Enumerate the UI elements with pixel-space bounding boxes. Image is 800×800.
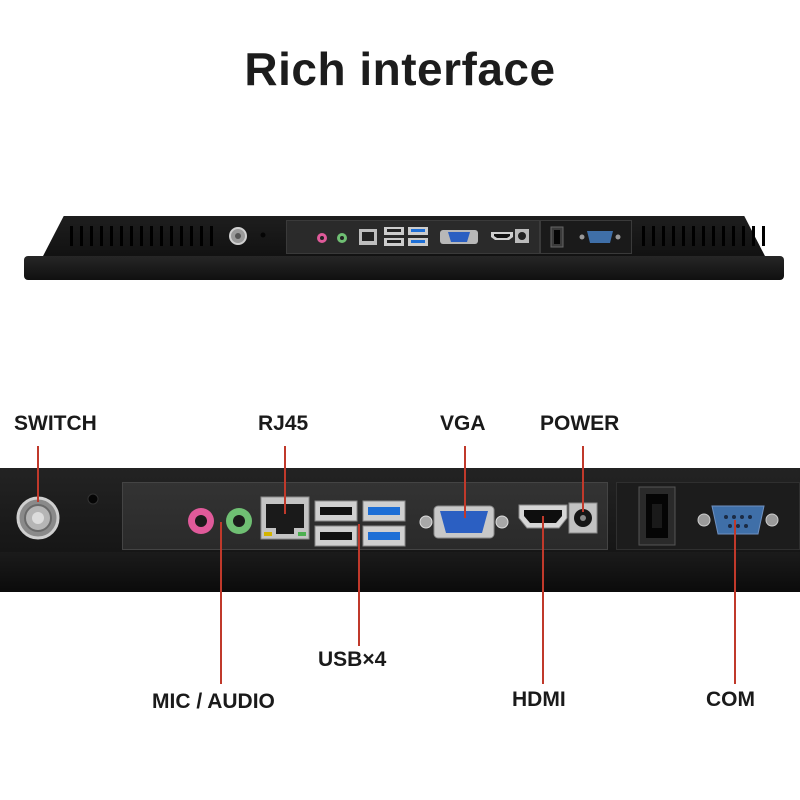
rj45-mini-icon [359,229,377,245]
rj45-label: RJ45 [258,412,309,435]
vga-mini-icon [440,230,478,244]
dc-power-jack-icon [568,502,598,534]
page-title: Rich interface [244,43,556,95]
mic-jack-icon [188,508,214,534]
switch-leader-line [37,446,39,502]
power-switch-icon [16,496,60,540]
usb2-ports-icon [314,500,358,547]
hdmi-leader-line [542,516,544,684]
switch-label: SWITCH [14,412,97,435]
usb-label: USB×4 [318,648,387,671]
power-leader-line [582,446,584,512]
usb-mini-icon [384,227,428,246]
audio-jack-icon [226,508,252,534]
usb-leader-line [358,524,360,646]
monitor-edge-overview [24,216,784,284]
vga-label: VGA [440,412,486,435]
vga-leader-line [464,446,466,518]
closeup-bottom-bezel [0,552,800,592]
screw-hole-icon [87,493,99,505]
hdmi-mini-icon [491,232,513,240]
usb3-ports-icon [362,500,406,547]
rj45-port-icon [260,496,310,540]
switch-mini-icon [229,227,247,245]
screw-mini-icon [260,232,266,238]
power-label: POWER [540,412,620,435]
monitor-edge-bottom [24,256,784,280]
com-label: COM [706,688,755,711]
rj45-leader-line [284,446,286,514]
mic-audio-leader-line [220,522,222,684]
com-port-icon [697,505,779,535]
audio-jacks-mini-icon [317,233,347,243]
mic-audio-label: MIC / AUDIO [152,690,275,713]
com-leader-line [734,520,736,684]
hdmi-label: HDMI [512,688,566,711]
kensington-mini-icon [550,226,564,248]
vent-grille-left [70,226,213,246]
power-mini-icon [515,229,529,243]
com-mini-icon [579,231,621,243]
vga-port-icon [419,505,509,539]
vent-grille-right [642,226,765,246]
kensington-lock-icon [638,486,676,546]
